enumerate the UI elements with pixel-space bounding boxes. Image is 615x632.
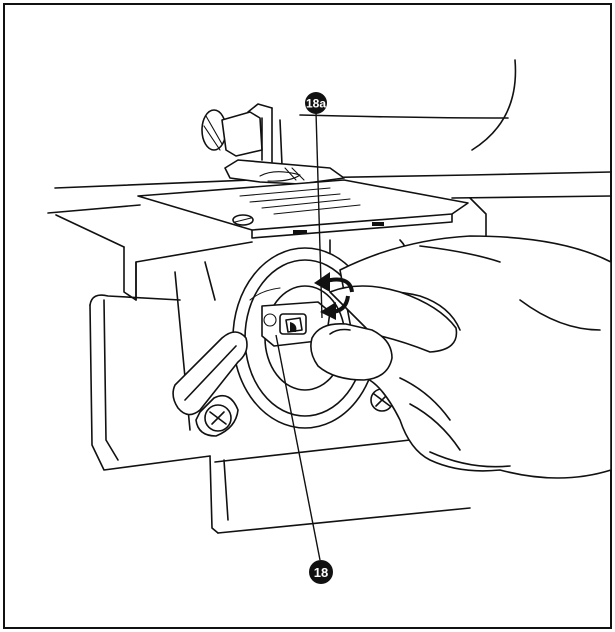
rotate-arrows-icon <box>314 272 354 320</box>
callout-18-label: 18 <box>314 565 328 580</box>
leader-line-18a <box>315 111 323 319</box>
presser-foot-assembly <box>201 103 345 185</box>
needle-plate <box>137 179 469 239</box>
machine-body-outline <box>47 59 612 248</box>
leader-line-18 <box>275 334 321 561</box>
hand <box>310 235 612 479</box>
callout-18a: 18a <box>305 92 327 114</box>
callout-18: 18 <box>309 560 333 584</box>
callout-18a-label: 18a <box>306 97 326 111</box>
release-lever <box>172 331 248 437</box>
